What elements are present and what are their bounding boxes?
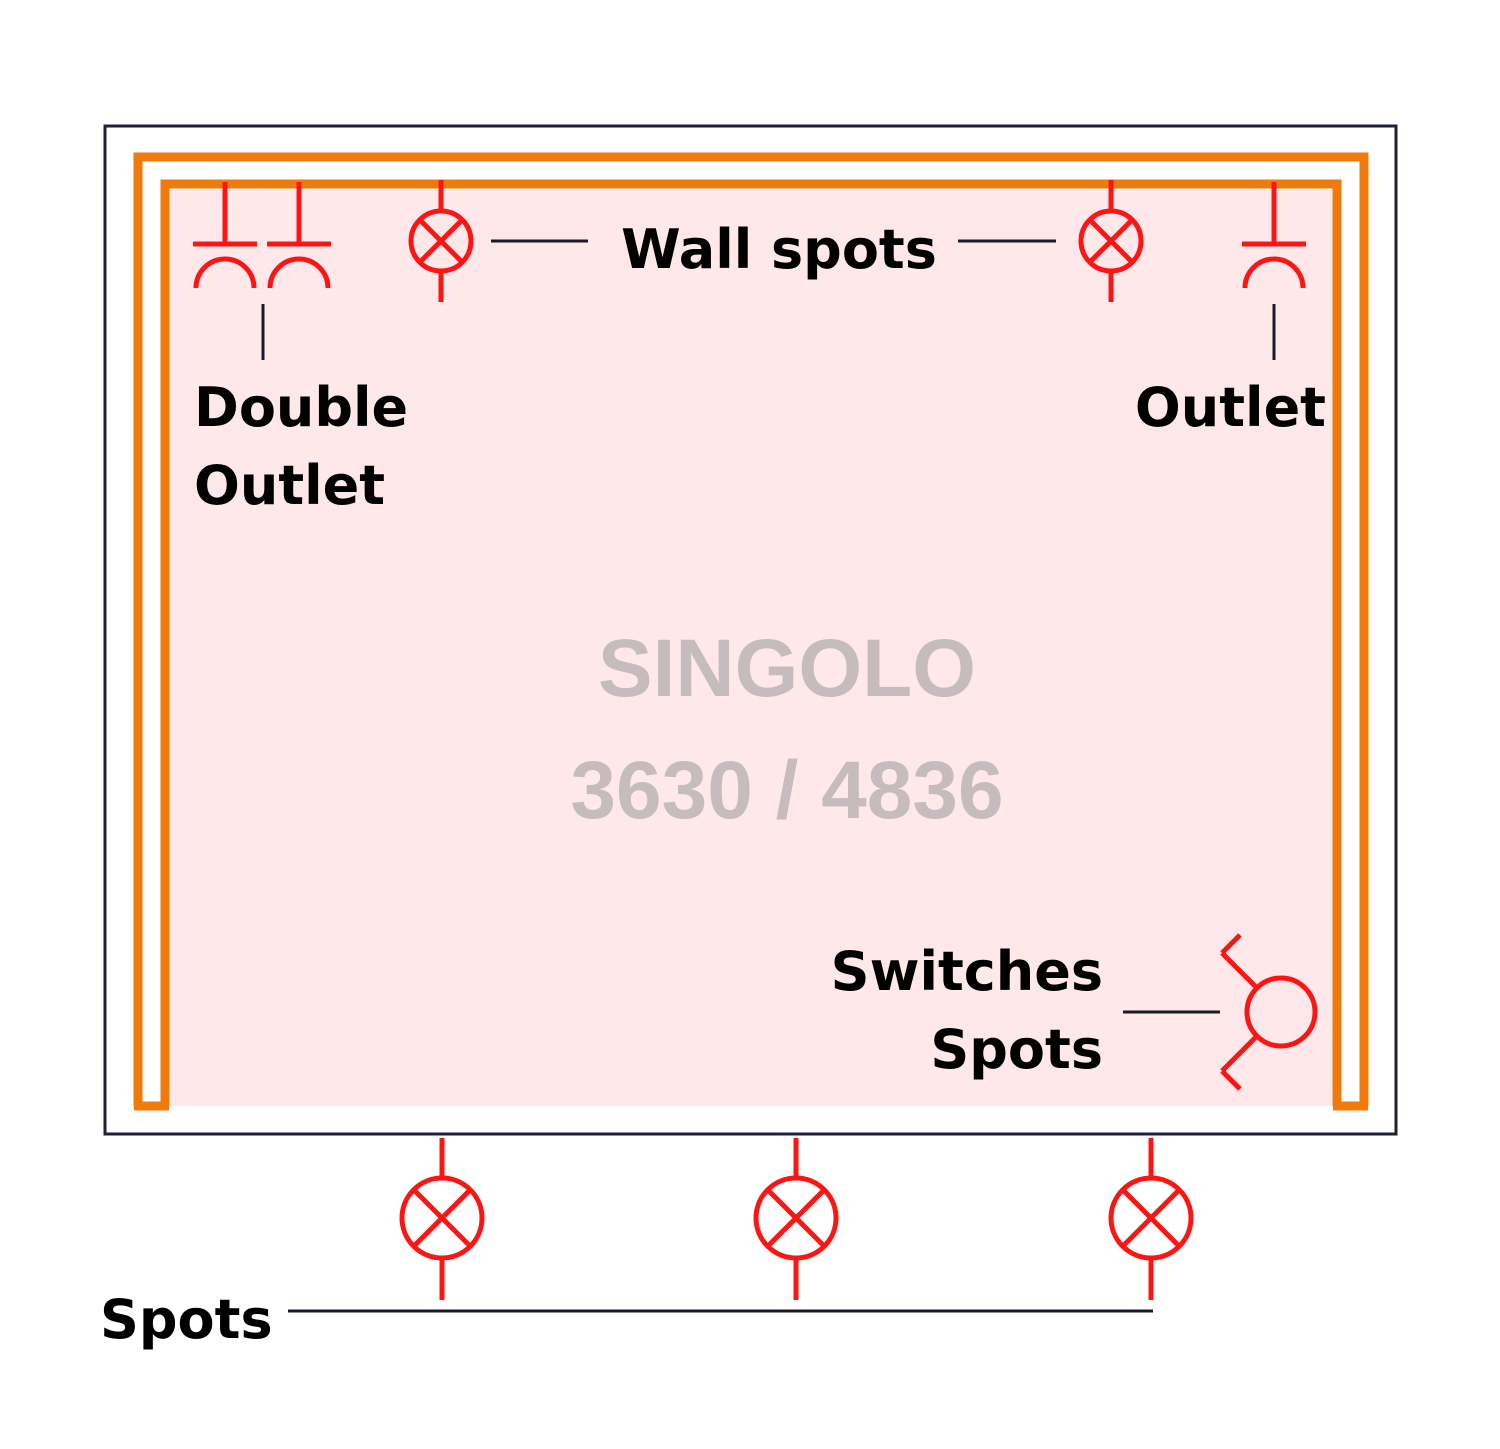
room-interior [168,190,1332,1106]
ceiling-spot-icon [1108,1138,1194,1300]
spots-label: Spots [100,1288,273,1351]
watermark-line1: SINGOLO [598,623,976,714]
outlet-icon [1242,182,1306,289]
double-outlet-icon [193,182,331,289]
inner-wall-line [160,179,1342,1106]
switches-label-line1: Switches [831,940,1103,1003]
watermark-line2: 3630 / 4836 [570,745,1003,836]
ceiling-spot-icon [399,1138,485,1300]
outer-wall-line [133,152,1369,1106]
switches-label-line2: Spots [930,1018,1103,1081]
ceiling-spot-icon [753,1138,839,1300]
wall-spot-icon [408,180,474,302]
double-outlet-label-line1: Double [194,376,408,439]
walls [133,152,1369,1111]
switch-icon [1220,933,1318,1091]
wall-spot-icon [1078,180,1144,302]
outlet-label: Outlet [1135,376,1326,439]
double-outlet-label-line2: Outlet [194,454,385,517]
wall-spots-label: Wall spots [621,218,937,281]
